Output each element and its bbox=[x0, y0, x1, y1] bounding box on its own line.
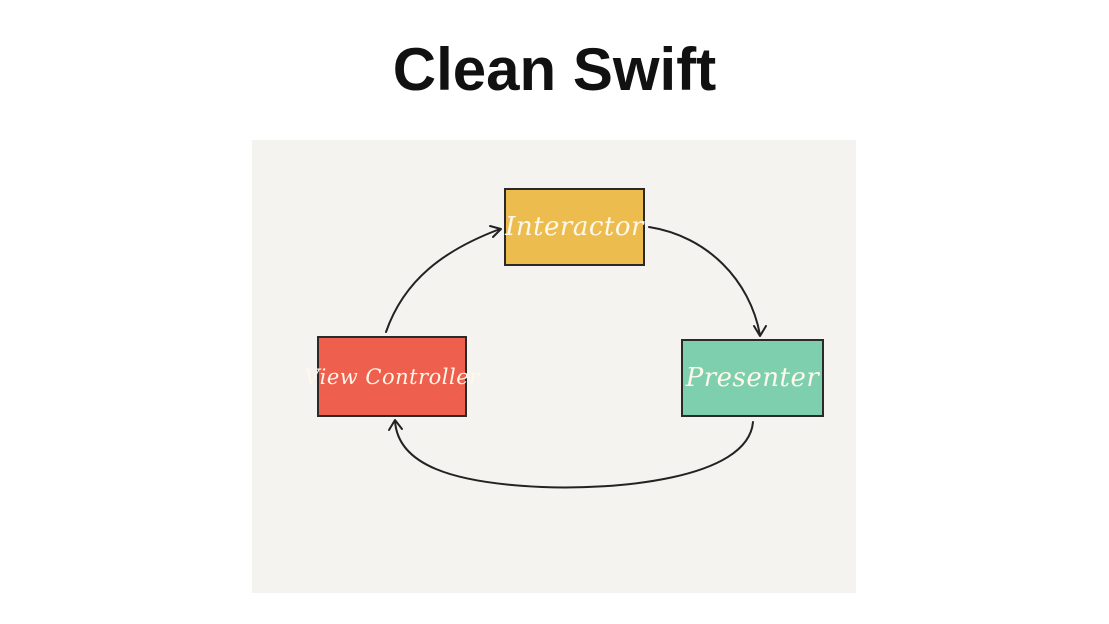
page-title: Clean Swift bbox=[392, 36, 717, 103]
diagram-arrows bbox=[385, 225, 767, 489]
edge-presenter-to-view-controller bbox=[394, 420, 754, 489]
arrowhead-presenter bbox=[753, 325, 767, 337]
node-interactor: Interactor bbox=[504, 188, 645, 266]
edge-view-controller-to-interactor bbox=[385, 228, 501, 333]
node-view-controller-label: View Controller bbox=[304, 364, 480, 389]
node-interactor-label: Interactor bbox=[505, 212, 644, 242]
diagram-canvas: Interactor View Controller Presenter bbox=[252, 140, 856, 593]
node-presenter-label: Presenter bbox=[685, 363, 820, 393]
arrowhead-view-controller bbox=[388, 419, 403, 431]
edge-interactor-to-presenter bbox=[648, 226, 761, 336]
node-presenter: Presenter bbox=[681, 339, 824, 417]
node-view-controller: View Controller bbox=[304, 336, 479, 417]
arrowhead-interactor bbox=[489, 225, 502, 238]
